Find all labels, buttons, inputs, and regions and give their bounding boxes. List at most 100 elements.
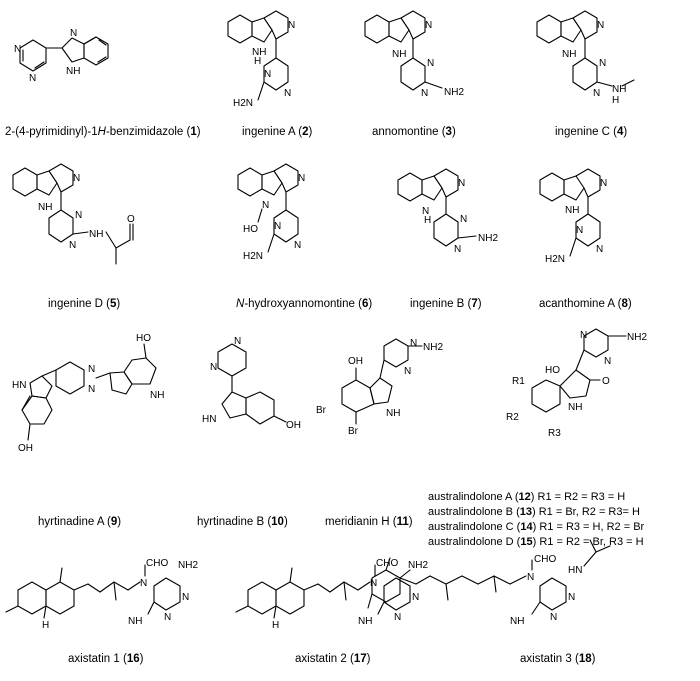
structure-1: N N N NH [14,28,109,84]
structure-18: N CHO HN N N NH [367,539,611,627]
caption-compound-17: axistatin 2 (17) [295,653,371,665]
atom-nh: NH [392,49,406,60]
atom-oh: OH [286,420,301,431]
atom-n: N [14,44,21,55]
atom-n: N [70,28,77,39]
atom-n: N [596,244,603,255]
atom-br: Br [316,405,327,416]
atom-n: N [460,214,467,225]
atom-nh2: NH2 [178,560,198,571]
atom-n: N [422,206,429,217]
atom-hn: HN [202,414,216,425]
atom-nh: NH [510,616,524,627]
structure-17: H N CHO NH2 N N NH [235,558,428,631]
atom-nh: NH [565,205,579,216]
legend-line-12: australindolone A (12) R1 = R2 = R3 = H [428,491,625,503]
atom-o: O [127,214,135,225]
atom-br: Br [348,426,359,437]
atom-n: N [454,244,461,255]
caption-compound-4: ingenine C (4) [555,126,627,138]
atom-n: N [29,73,36,84]
atom-nh2: NH2 [627,332,647,343]
atom-r1: R1 [512,376,525,387]
legend-line-14: australindolone C (14) R1 = R3 = H, R2 =… [428,521,645,533]
atom-nh: NH [612,84,626,95]
atom-n: N [298,173,305,184]
atom-nh: NH [66,66,80,77]
caption-compound-6: N-hydroxyannomontine (6) [236,298,372,310]
atom-nh: NH [358,616,372,627]
atom-n: N [593,88,600,99]
atom-nh: NH [386,408,400,419]
atom-ho: HO [136,333,151,344]
atom-h: H [612,95,619,106]
atom-n: N [288,20,295,31]
atom-n: N [182,592,189,603]
atom-nh: NH [252,47,266,58]
atom-nh: NH [150,390,164,401]
atom-n: N [412,592,419,603]
atom-hn: HN [568,565,582,576]
structure-5: N NH N N NH O [12,163,135,265]
caption-compound-7: ingenine B (7) [410,298,482,310]
atom-ho: HO [243,224,258,235]
atom-n: N [88,364,95,375]
structure-8: N NH N N H2N [539,168,607,265]
atom-n: N [75,210,82,221]
atom-n: N [550,612,557,623]
atom-oh: OH [18,443,33,454]
atom-n: N [427,58,434,69]
atom-n: N [274,221,281,232]
atom-n: N [264,69,271,80]
caption-compound-5: ingenine D (5) [48,298,120,310]
atom-h2n: H2N [243,251,263,262]
atom-n: N [262,200,269,211]
atom-n: N [604,356,611,367]
atom-h: H [272,620,279,631]
atom-nh2: NH2 [478,233,498,244]
structure-10: N N HN OH [202,336,301,431]
structure-9: HN OH N N HO NH [12,333,164,454]
caption-compound-8: acanthomine A (8) [539,298,632,310]
caption-compound-10: hyrtinadine B (10) [197,516,288,528]
atom-n: N [404,366,411,377]
atom-cho: CHO [146,558,168,569]
atom-n: N [88,384,95,395]
atom-n: N [600,178,607,189]
atom-n: N [140,578,147,589]
atom-hn: HN [12,380,26,391]
structure-11: N N NH2 OH Br Br NH [316,338,443,437]
structure-4: N NH N N NH H [536,10,635,106]
atom-n: N [73,173,80,184]
atom-n: N [370,578,377,589]
atom-nh: NH [568,402,582,413]
atom-n: N [421,88,428,99]
atom-n: N [576,225,583,236]
atom-n: N [425,20,432,31]
atom-n: N [597,20,604,31]
structure-16: H N CHO NH2 N N NH [5,558,198,631]
atom-r3: R3 [548,428,561,439]
atom-nh: NH [89,229,103,240]
structure-7: N N H N N NH2 [397,168,498,255]
atom-n: N [458,178,465,189]
caption-compound-18: axistatin 3 (18) [520,653,596,665]
atom-n: N [568,592,575,603]
legend-line-13: australindolone B (13) R1 = Br, R2 = R3=… [428,506,640,518]
australindolone-legend: australindolone A (12) R1 = R2 = R3 = H … [428,491,645,548]
atom-n: N [580,330,587,341]
atom-nh2: NH2 [408,560,428,571]
structure-12-15: N N NH2 HO O R1 R2 R3 NH [506,328,647,439]
caption-compound-1: 2-(4-pyrimidinyl)-1H-benzimidazole (1) [5,126,201,138]
atom-h2n: H2N [545,254,565,265]
atom-r2: R2 [506,412,519,423]
atom-oh: OH [348,356,363,367]
atom-n: N [294,240,301,251]
caption-compound-11: meridianin H (11) [325,516,413,528]
atom-n: N [599,58,606,69]
atom-h: H [42,620,49,631]
atom-h2n: H2N [233,98,253,109]
atom-cho: CHO [534,554,556,565]
structure-6: N N HO N N H2N [237,163,305,262]
